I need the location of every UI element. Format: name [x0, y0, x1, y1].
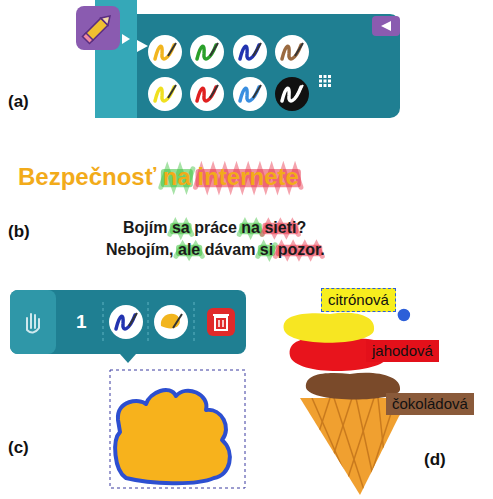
pen-swatch	[275, 35, 309, 69]
toolbar	[10, 290, 246, 354]
pen-swatch	[190, 35, 224, 69]
separator	[103, 302, 104, 342]
delete-icon	[207, 308, 235, 336]
grid-icon	[319, 75, 331, 87]
pencil-button	[76, 6, 120, 50]
collapse-tab	[372, 16, 400, 36]
pointer	[122, 34, 130, 44]
drawn-shape	[115, 390, 230, 483]
outline-pen-icon	[109, 305, 143, 339]
flavor-label: jahodová	[372, 342, 433, 360]
selection-box	[110, 370, 245, 488]
flavor-label: čokoládová	[392, 395, 468, 413]
pen-swatch	[190, 77, 224, 111]
flavor-tag: jahodová	[366, 340, 439, 362]
pen-swatch	[233, 35, 267, 69]
pen-swatch	[148, 35, 182, 69]
separator	[148, 302, 149, 342]
thickness-number: 1	[76, 311, 87, 333]
flavor-label: citrónová	[328, 291, 389, 309]
sentence-text: Bojím sa práce na sieti?	[123, 219, 306, 237]
panel-edge	[137, 14, 147, 118]
fill-icon	[154, 305, 188, 339]
flavor-tag: čokoládová	[386, 393, 474, 415]
panel-letter: (d)	[424, 450, 446, 470]
lemon-scoop	[284, 313, 375, 343]
pen-palette	[148, 35, 309, 111]
panel-letter: (a)	[8, 92, 29, 112]
toolbar-pointer	[120, 354, 136, 363]
hand-icon	[27, 314, 39, 333]
pointer	[137, 40, 148, 52]
pen-swatch	[275, 77, 309, 111]
toolbar-handle	[10, 290, 56, 354]
collapse-arrow	[381, 21, 391, 31]
flavor-tag: citrónová	[321, 288, 396, 312]
title-text: Bezpečnosť na internete	[18, 163, 299, 191]
pen-swatch	[148, 77, 182, 111]
panel-letter: (c)	[8, 438, 29, 458]
pencil-icon	[82, 12, 113, 43]
pen-swatch	[233, 77, 267, 111]
color-panel	[137, 14, 400, 118]
separator	[194, 302, 195, 342]
panel-letter: (b)	[8, 222, 30, 242]
sentence-text: Nebojím, ale dávam si pozor.	[106, 241, 325, 259]
selection-handle	[397, 308, 411, 322]
